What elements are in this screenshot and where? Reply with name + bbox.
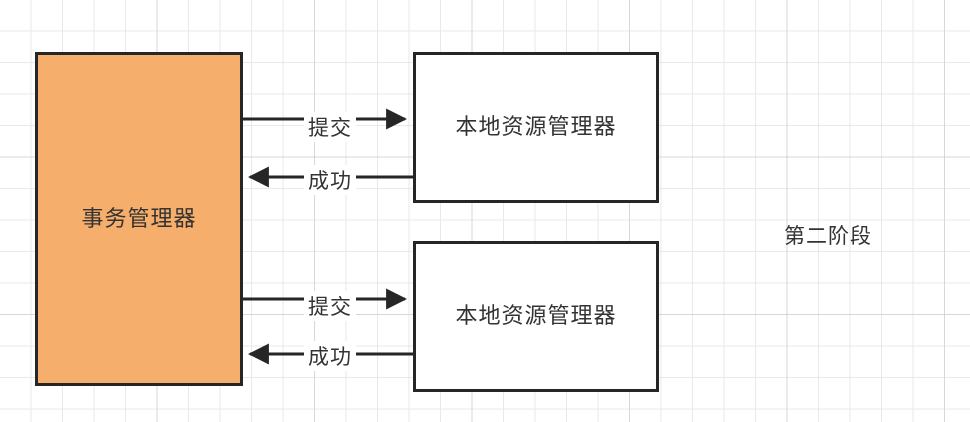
node-transaction-manager[interactable]: 事务管理器 <box>35 52 243 386</box>
node-local-resource-manager-1-label: 本地资源管理器 <box>455 114 617 140</box>
node-local-resource-manager-2[interactable]: 本地资源管理器 <box>413 241 659 392</box>
edge-label-commit-2: 提交 <box>304 291 356 321</box>
node-local-resource-manager-1[interactable]: 本地资源管理器 <box>413 52 659 203</box>
node-transaction-manager-label: 事务管理器 <box>81 205 197 231</box>
edge-label-success-2: 成功 <box>304 341 356 371</box>
edge-label-success-1: 成功 <box>304 165 356 195</box>
phase-label: 第二阶段 <box>784 225 872 248</box>
node-local-resource-manager-2-label: 本地资源管理器 <box>455 303 617 329</box>
edge-label-commit-1: 提交 <box>304 112 356 142</box>
